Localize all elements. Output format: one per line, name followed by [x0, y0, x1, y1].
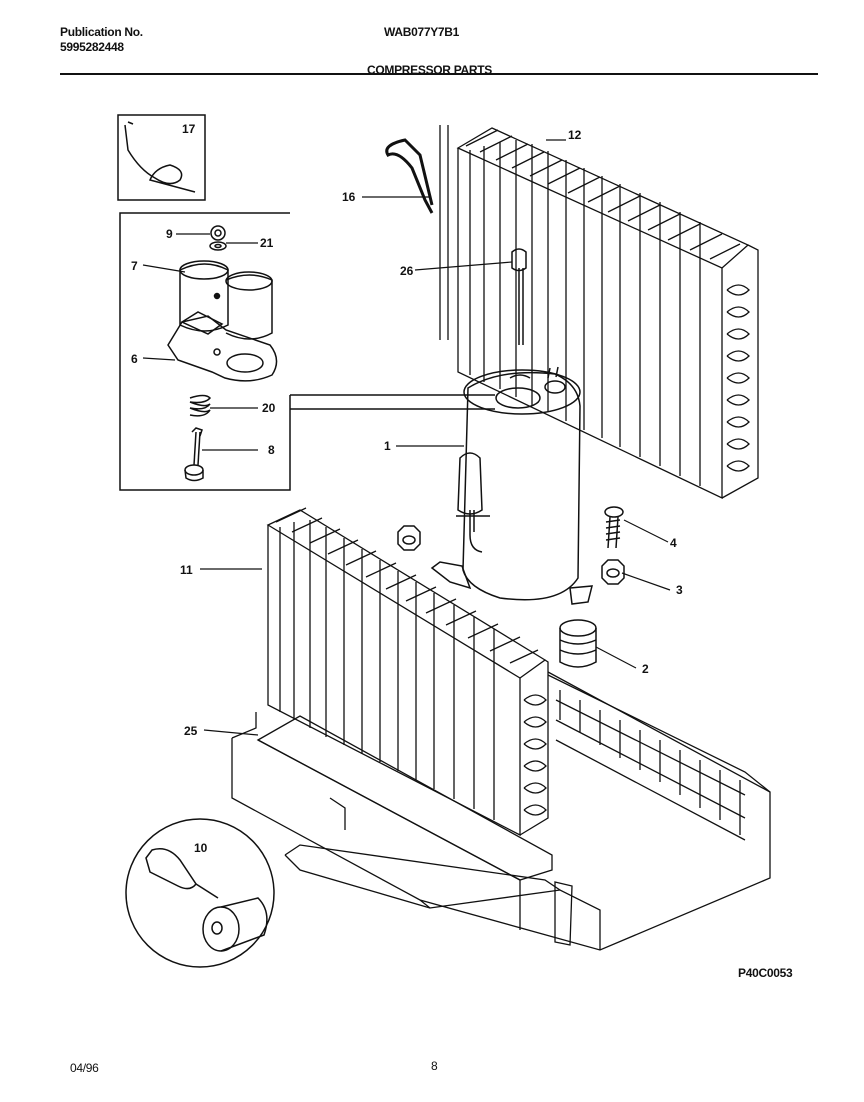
callout-8: 8 — [268, 443, 275, 457]
callout-20: 20 — [262, 401, 276, 415]
coil-11 — [266, 507, 549, 837]
callout-11: 11 — [180, 563, 193, 577]
callout-7: 7 — [131, 259, 138, 273]
callout-26: 26 — [400, 264, 414, 278]
callout-3: 3 — [676, 583, 683, 597]
callout-6: 6 — [131, 352, 138, 366]
footer-date: 04/96 — [70, 1061, 99, 1075]
part-17-inset — [117, 114, 206, 201]
callout-16: 16 — [342, 190, 356, 204]
callout-9: 9 — [166, 227, 173, 241]
mount-hardware — [397, 506, 625, 668]
callout-10: 10 — [194, 841, 208, 855]
callout-2: 2 — [642, 662, 649, 676]
callout-17: 17 — [182, 122, 196, 136]
callout-4: 4 — [670, 536, 677, 550]
callout-21: 21 — [260, 236, 274, 250]
tube-16 — [385, 138, 434, 214]
base-pan — [231, 671, 771, 951]
callout-25: 25 — [184, 724, 198, 738]
publication-label: Publication No. — [60, 25, 143, 39]
callout-12: 12 — [568, 128, 582, 142]
compressor-1 — [430, 248, 593, 605]
publication-number: 5995282448 — [60, 40, 124, 54]
part-10-inset — [125, 818, 275, 968]
parts-kit-inset — [119, 212, 495, 491]
coil-12 — [439, 125, 759, 500]
model-number: WAB077Y7B1 — [384, 25, 460, 39]
diagram-code: P40C0053 — [738, 966, 793, 980]
leader-lines — [142, 139, 671, 736]
page-number: 8 — [431, 1059, 438, 1073]
callout-1: 1 — [384, 439, 391, 453]
